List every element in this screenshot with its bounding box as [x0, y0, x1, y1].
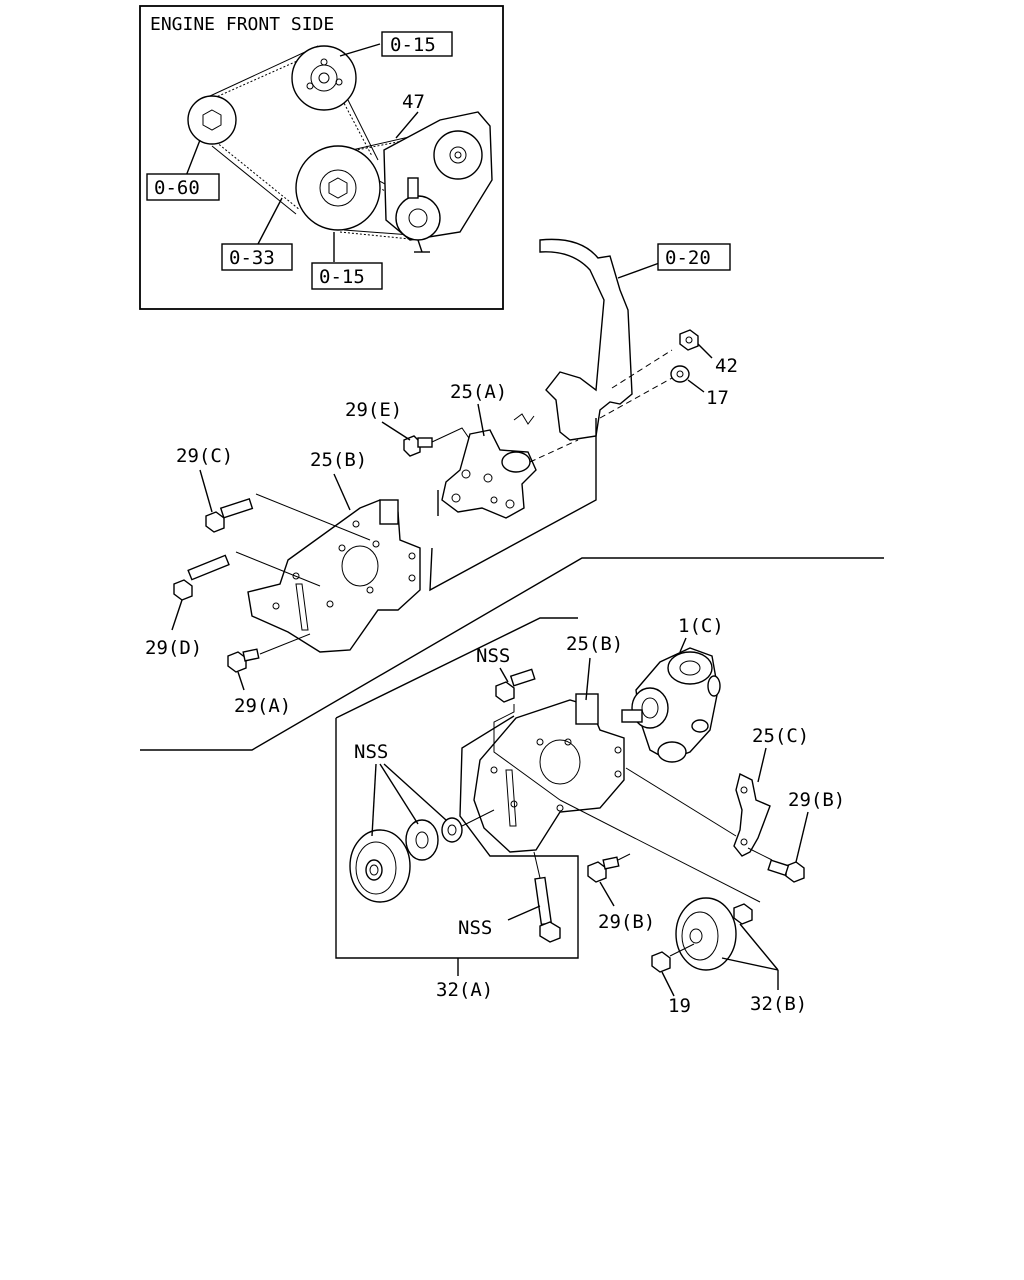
- svg-text:0-33: 0-33: [229, 247, 275, 269]
- bolt-nss-top: [495, 668, 536, 703]
- label-29D: 29(D): [145, 637, 202, 659]
- hex-nut-icon: [202, 109, 222, 131]
- pulley-32B: [675, 897, 737, 971]
- washer-17: [670, 365, 690, 383]
- spacer-nss: [441, 817, 463, 843]
- label-19: 19: [668, 995, 691, 1017]
- label-25C: 25(C): [752, 725, 809, 747]
- ref-box-0-15-bottom[interactable]: [311, 262, 383, 290]
- svg-text:0-15: 0-15: [390, 34, 436, 56]
- bolt-nss-long: [534, 876, 561, 943]
- engine-front-side-inset: ENGINE FRONT SIDE 0-15 47: [139, 5, 504, 310]
- label-17: 17: [706, 387, 729, 409]
- belt-path-outer: [209, 45, 467, 237]
- crank-bolt-icon: [328, 177, 348, 199]
- ref-box-0-60[interactable]: [146, 173, 220, 201]
- svg-text:0-20: 0-20: [665, 247, 711, 269]
- svg-text:0-60: 0-60: [154, 177, 200, 199]
- group-frame-32A: [335, 617, 579, 959]
- idler-pulley: [433, 130, 483, 180]
- label-25B-bottom: 25(B): [566, 633, 623, 655]
- upper-assembly: 0-20 42 17 29(E) 25(A): [145, 238, 738, 717]
- ref-box-0-15-top[interactable]: [381, 31, 453, 57]
- bolt-29A: [227, 648, 260, 673]
- left-pulley: [187, 95, 237, 145]
- pump-pulley-inset: [395, 195, 441, 241]
- label-1C: 1(C): [678, 615, 724, 637]
- bolt-29D: [173, 554, 230, 601]
- nut-32B: [733, 903, 753, 925]
- label-29C: 29(C): [176, 445, 233, 467]
- washer-nss: [405, 819, 439, 861]
- bolt-29C: [205, 498, 254, 533]
- engine-bracket-0-20: [539, 238, 633, 441]
- crank-pulley: [295, 145, 381, 231]
- label-29B-right: 29(B): [788, 789, 845, 811]
- label-29E: 29(E): [345, 399, 402, 421]
- ref-box-0-33[interactable]: [221, 243, 293, 271]
- bracket-25B-lower: [473, 699, 625, 853]
- nut-19: [651, 951, 671, 973]
- label-25B-top: 25(B): [310, 449, 367, 471]
- pulley-nss: [349, 829, 411, 903]
- bolt-29E: [403, 435, 433, 457]
- label-32B: 32(B): [750, 993, 807, 1015]
- label-29A: 29(A): [234, 695, 291, 717]
- lower-assembly: 32(A) 25(B) NSS: [335, 615, 845, 1017]
- inset-frame: [139, 5, 504, 310]
- bolt-29B-center: [587, 856, 620, 883]
- label-nss-pulley: NSS: [354, 741, 388, 763]
- nut-42: [679, 329, 699, 351]
- section-separator: [140, 557, 884, 751]
- bracket-25C: [733, 772, 771, 857]
- label-47: 47: [402, 91, 425, 113]
- label-29B-center: 29(B): [598, 911, 655, 933]
- label-42: 42: [715, 355, 738, 377]
- label-32A: 32(A): [436, 979, 493, 1001]
- power-steering-pump-1C: [621, 647, 721, 763]
- label-nss-long: NSS: [458, 917, 492, 939]
- label-nss-bolt: NSS: [476, 645, 510, 667]
- inset-title: ENGINE FRONT SIDE: [150, 14, 334, 35]
- ref-box-0-20[interactable]: [657, 243, 731, 271]
- belt-path: [213, 49, 461, 241]
- svg-text:0-15: 0-15: [319, 266, 365, 288]
- top-pulley: [291, 45, 357, 111]
- bolt-29B-right: [767, 859, 805, 883]
- label-25A: 25(A): [450, 381, 507, 403]
